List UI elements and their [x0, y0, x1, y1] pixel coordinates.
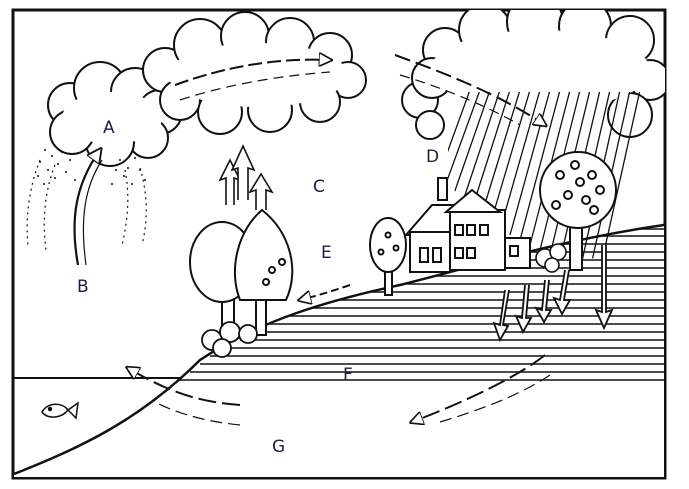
transpiration-arrows [218, 144, 274, 210]
label-a: A [103, 118, 115, 138]
return-flow-arrow [128, 368, 241, 406]
fish-icon [41, 401, 79, 420]
infiltration-arrows [492, 245, 614, 343]
groundwater-arrow [412, 354, 546, 422]
cloud-movement-line [179, 71, 331, 101]
groundwater-line [439, 374, 551, 423]
tree-small [369, 217, 407, 296]
return-flow-line [154, 401, 241, 426]
cloud-right [401, 10, 665, 140]
label-f: F [343, 365, 353, 385]
evaporation-arrow [73, 150, 100, 266]
evaporation-arrow-inner [82, 159, 103, 266]
label-c: C [313, 177, 325, 197]
bushes-left [201, 321, 258, 358]
condensation-arrow [394, 54, 545, 125]
tree-tall [233, 208, 294, 336]
evaporation-lines [26, 159, 147, 251]
label-b: B [77, 277, 89, 297]
evaporation-stipple [37, 149, 146, 185]
label-d: D [426, 147, 439, 167]
cloud-left [47, 61, 183, 167]
tree-fruit-right [539, 151, 617, 271]
cloud-movement-arrow [174, 60, 330, 86]
house [403, 177, 531, 273]
runoff-arrow [300, 284, 351, 300]
condensation-line [399, 74, 521, 126]
label-g: G [272, 437, 285, 457]
land [14, 225, 664, 477]
label-e: E [321, 243, 332, 263]
bush-right [535, 243, 567, 273]
land-outline [13, 223, 665, 476]
